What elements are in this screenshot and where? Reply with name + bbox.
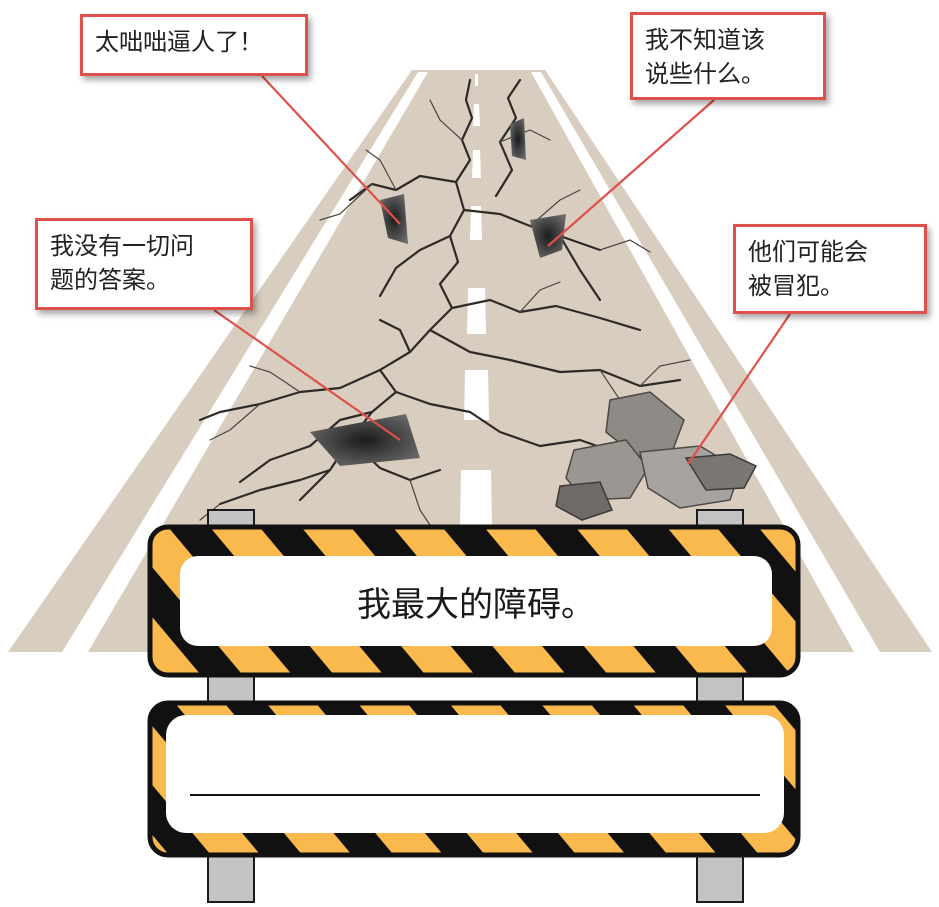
cracked-road — [8, 70, 932, 652]
callout-aggressive: 太咄咄逼人了！ — [80, 14, 308, 76]
callout-leaders — [213, 75, 791, 465]
rubble-rocks — [555, 391, 758, 521]
callout-no-answers: 我没有一切问 题的答案。 — [35, 218, 253, 310]
top-sign-label: 我最大的障碍。 — [357, 584, 595, 625]
bottom-sign-input[interactable] — [190, 745, 760, 793]
callout-dont-know-what-to-say: 我不知道该 说些什么。 — [630, 12, 826, 100]
callout-may-offend: 他们可能会 被冒犯。 — [733, 224, 927, 314]
road-barricade — [147, 509, 801, 903]
